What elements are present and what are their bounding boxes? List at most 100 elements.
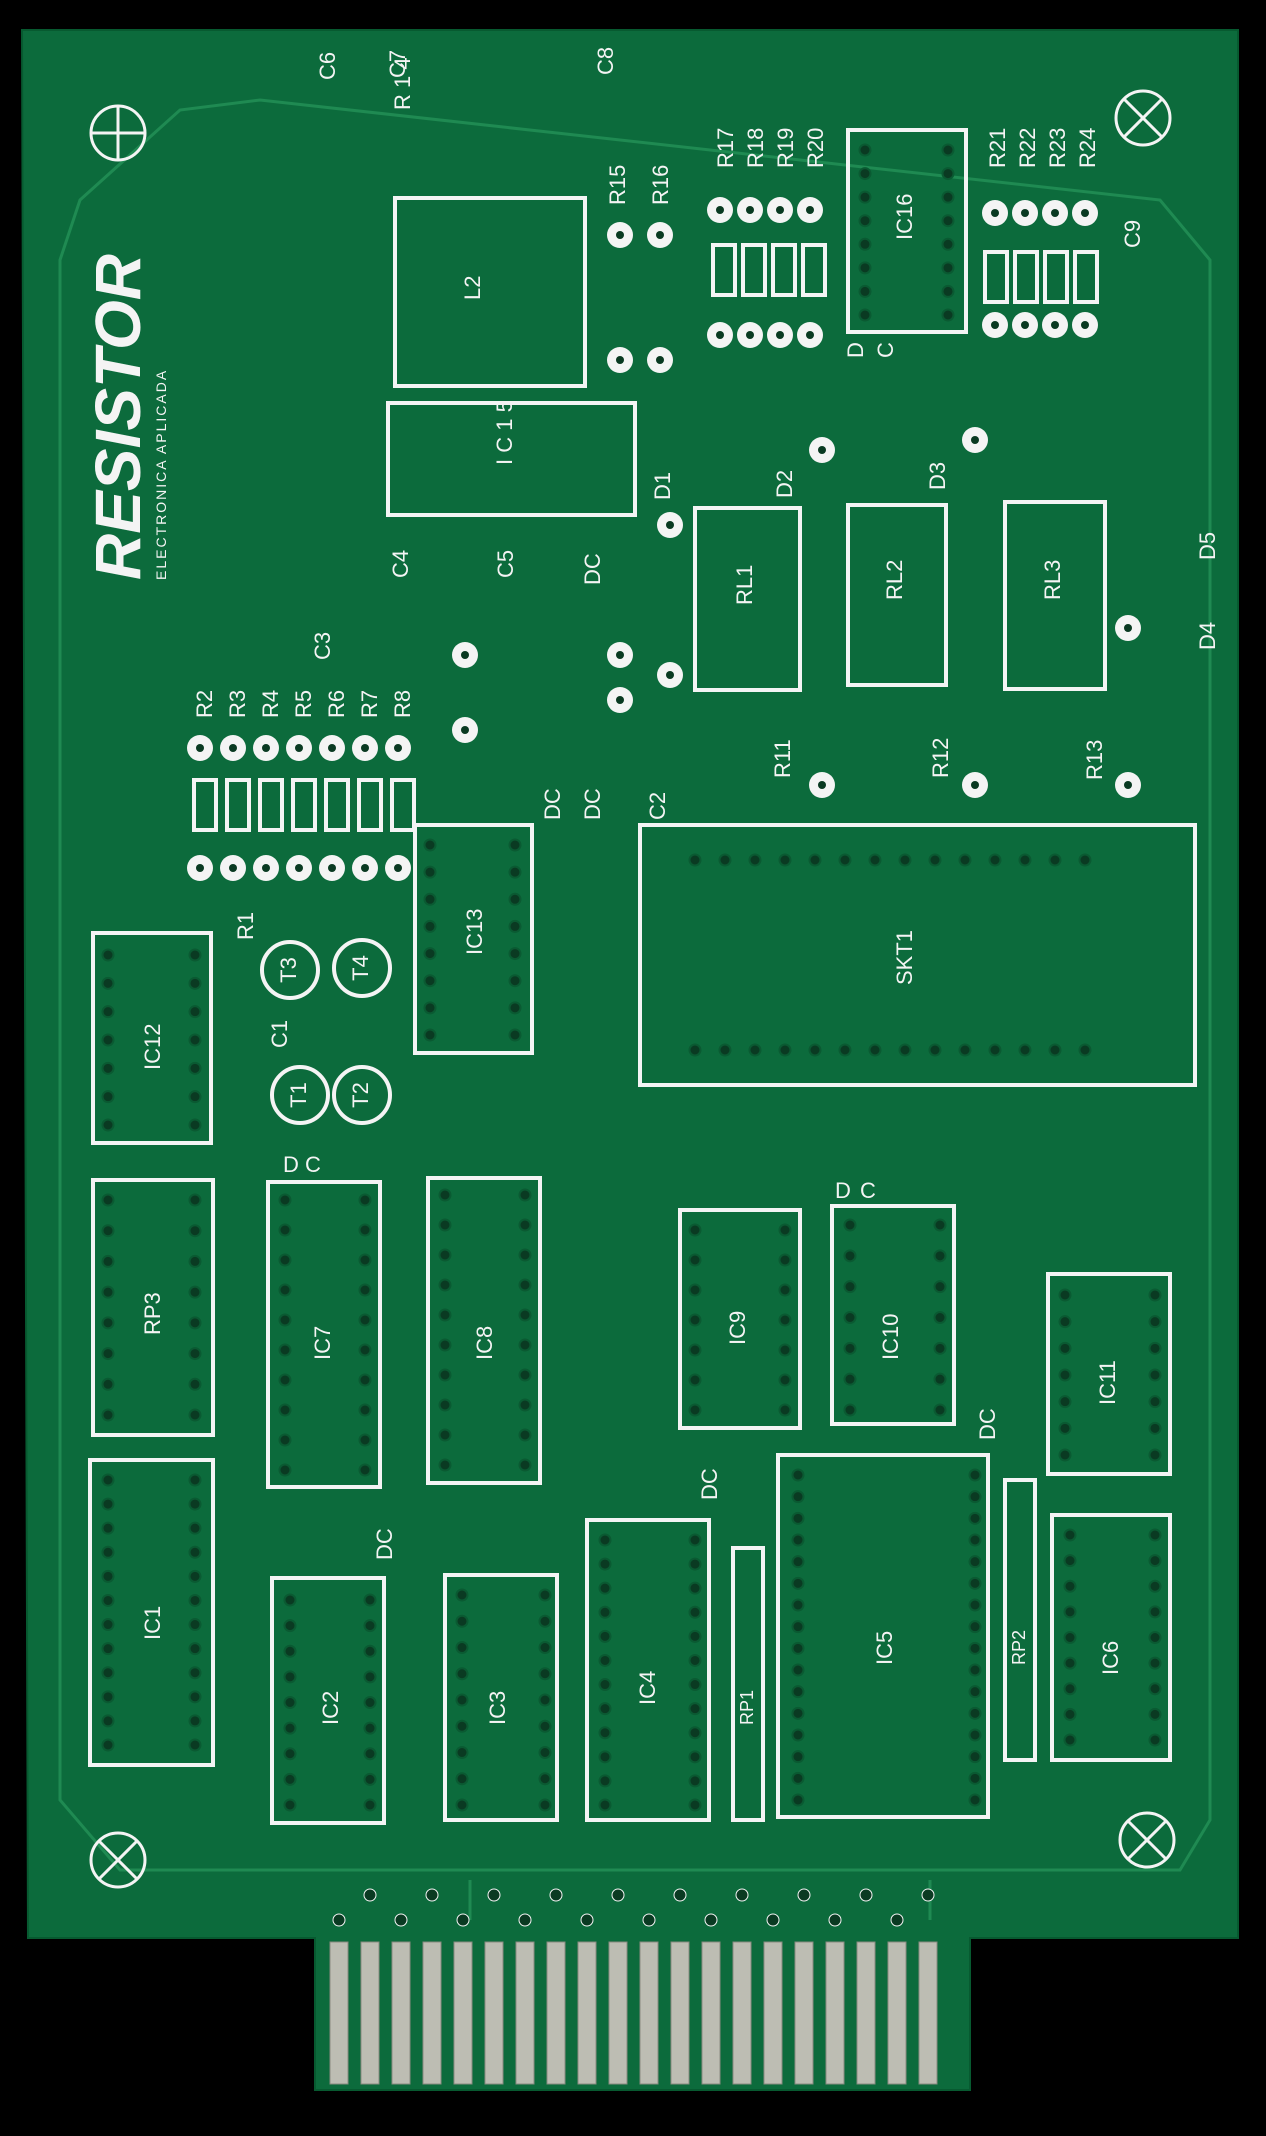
label-c-ic7: C: [305, 1152, 321, 1177]
pad: [1058, 1368, 1072, 1382]
brand-tagline: ELECTRONICA APLICADA: [153, 369, 169, 580]
relay-rl1-label: RL1: [732, 565, 757, 605]
gold-finger: [670, 1941, 690, 2085]
pad: [688, 1750, 702, 1764]
pad: [101, 1005, 115, 1019]
ic7-label: IC7: [310, 1326, 335, 1360]
pad: [438, 1188, 452, 1202]
gold-finger: [887, 1941, 907, 2085]
label-c3: C3: [310, 632, 335, 660]
label-r11: R11: [770, 739, 795, 778]
pad: [358, 1253, 372, 1267]
pad: [1063, 1528, 1077, 1542]
relay-rl3-outline: [1003, 500, 1107, 691]
pad: [968, 1728, 982, 1742]
pad: [278, 1343, 292, 1357]
ic9-outline: [678, 1208, 802, 1430]
pad: [778, 1313, 792, 1327]
pad: [941, 214, 955, 228]
pad: [941, 284, 955, 298]
finger-via: [890, 1913, 904, 1927]
pad: [101, 1193, 115, 1207]
pad: [791, 1771, 805, 1785]
pad: [928, 853, 942, 867]
pad: [748, 853, 762, 867]
pad: [843, 1372, 857, 1386]
pad: [188, 1090, 202, 1104]
resistor-label: R6: [324, 690, 349, 718]
pad: [778, 1253, 792, 1267]
gold-finger: [856, 1941, 876, 2085]
pad: [941, 237, 955, 251]
pad: [1048, 853, 1062, 867]
pad-hole: [1081, 209, 1089, 217]
ic12-outline: [91, 931, 213, 1145]
gold-finger: [422, 1941, 442, 2085]
pad: [188, 1254, 202, 1268]
pad: [188, 1316, 202, 1330]
pad: [101, 1377, 115, 1391]
gold-finger: [453, 1941, 473, 2085]
ic15-label: I C 1 5: [492, 400, 517, 465]
label-c-ic16: C: [873, 342, 898, 358]
pad: [898, 1043, 912, 1057]
ic3-outline: [443, 1573, 559, 1822]
resistor-outline: [357, 778, 383, 832]
pad: [188, 1005, 202, 1019]
pad: [101, 1118, 115, 1132]
gold-finger: [763, 1941, 783, 2085]
pad-hole: [196, 744, 204, 752]
board-outline: [20, 29, 1239, 2091]
gold-finger: [515, 1941, 535, 2085]
pad: [968, 1771, 982, 1785]
pad: [278, 1433, 292, 1447]
pad: [283, 1721, 297, 1735]
label-c-ic10: C: [860, 1178, 876, 1203]
pad: [1063, 1579, 1077, 1593]
gold-finger: [360, 1941, 380, 2085]
label-dc-5: DC: [697, 1468, 722, 1500]
ic10-outline: [830, 1204, 956, 1426]
pad: [188, 1666, 202, 1680]
transistor-label: T4: [348, 955, 373, 981]
pad-hole: [806, 331, 814, 339]
finger-via: [425, 1888, 439, 1902]
pad: [1063, 1733, 1077, 1747]
pad: [968, 1576, 982, 1590]
pad: [858, 308, 872, 322]
pad: [538, 1693, 552, 1707]
pad: [101, 948, 115, 962]
finger-via: [363, 1888, 377, 1902]
pad: [598, 1774, 612, 1788]
transistor-label: T1: [286, 1082, 311, 1108]
pad: [423, 1028, 437, 1042]
resistor-label: R17: [713, 128, 738, 168]
pad: [933, 1249, 947, 1263]
finger-via: [611, 1888, 625, 1902]
pad: [518, 1188, 532, 1202]
pad: [101, 1316, 115, 1330]
pad-hole: [361, 744, 369, 752]
pad: [968, 1706, 982, 1720]
pad: [438, 1308, 452, 1322]
pad: [688, 1629, 702, 1643]
pad: [188, 1347, 202, 1361]
pad: [941, 261, 955, 275]
resistor-outline: [258, 778, 284, 832]
pad: [423, 865, 437, 879]
resistor-outline: [390, 778, 416, 832]
resistor-outline: [291, 778, 317, 832]
gold-finger: [329, 1941, 349, 2085]
pad-hole: [656, 356, 664, 364]
pad: [778, 1403, 792, 1417]
pad: [968, 1511, 982, 1525]
pad: [778, 1373, 792, 1387]
label-dc-1: DC: [580, 553, 605, 585]
pad: [508, 1028, 522, 1042]
pad: [843, 1218, 857, 1232]
resistor-label: R19: [773, 128, 798, 168]
pad-hole: [971, 436, 979, 444]
pad: [1058, 1341, 1072, 1355]
label-dc-4: DC: [372, 1528, 397, 1560]
pad: [778, 1343, 792, 1357]
